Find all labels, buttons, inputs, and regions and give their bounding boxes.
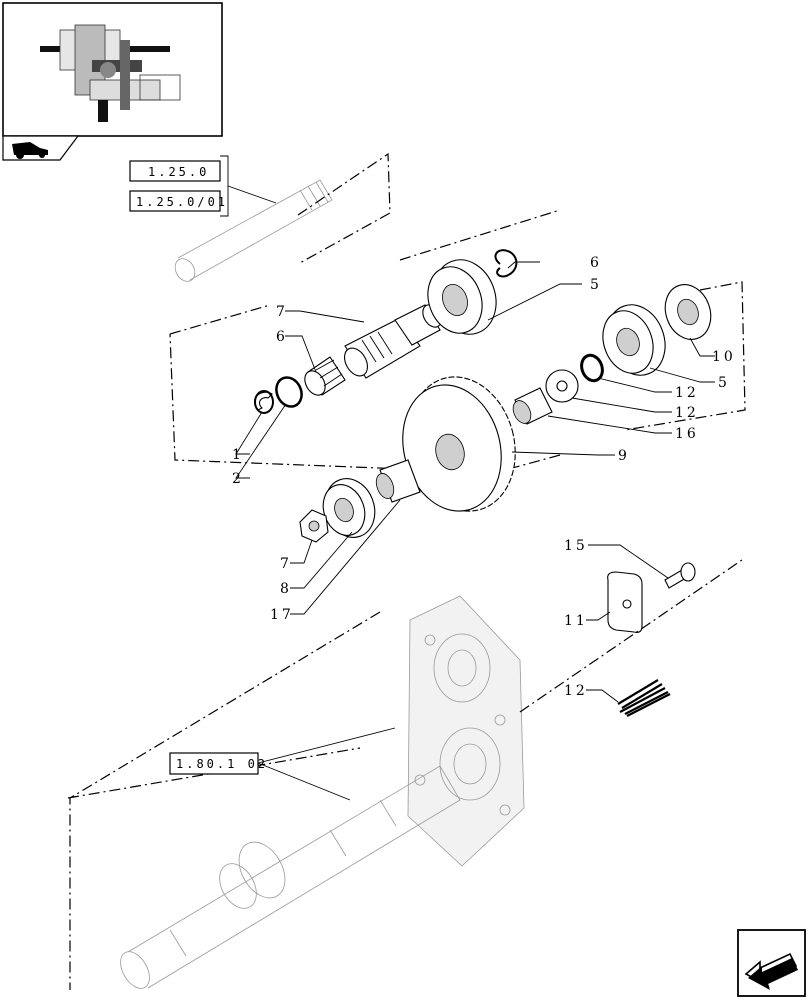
part-7-nut <box>299 509 329 543</box>
callout-5-lower: 5 <box>718 375 730 391</box>
callout-13: 12 <box>675 405 699 421</box>
part-12-spring <box>617 679 671 717</box>
callout-5-upper: 5 <box>590 277 602 293</box>
part-3-needle-bearing <box>304 356 346 396</box>
reference-box-3[interactable]: 1.80.1 02 <box>169 752 268 775</box>
part-14-washer <box>580 353 604 383</box>
housing-ghost <box>407 595 525 867</box>
callout-8: 8 <box>280 581 292 597</box>
part-15-screw <box>664 562 696 589</box>
callout-4: 7 <box>276 304 288 320</box>
callout-numbers: 1 2 6 7 6 5 10 5 12 12 16 9 7 8 17 15 11… <box>232 255 736 699</box>
callout-1: 1 <box>232 447 244 463</box>
part-9-gear <box>402 376 516 512</box>
part-1-snap-ring <box>254 390 274 414</box>
tractor-icon <box>12 142 48 159</box>
part-6-circlip <box>494 249 518 278</box>
thumbnail-panel[interactable] <box>2 2 223 161</box>
callout-7: 7 <box>280 556 292 572</box>
upper-shaft-ghost <box>174 179 333 282</box>
callout-17: 17 <box>270 607 294 623</box>
callout-3: 6 <box>276 329 288 345</box>
reference-label-1: 1.25.0 <box>148 165 209 179</box>
next-page-arrow-icon[interactable] <box>737 929 806 997</box>
reference-box-1[interactable]: 1.25.0 <box>129 160 221 182</box>
reference-box-2[interactable]: 1.25.0/01 <box>129 190 228 212</box>
part-5-ball-bearing-lower <box>602 304 666 376</box>
part-16-bushing <box>512 387 553 425</box>
part-17-sleeve <box>375 459 421 503</box>
callout-10: 10 <box>712 349 736 365</box>
reference-label-2: 1.25.0/01 <box>136 195 228 209</box>
lower-shaft-ghost <box>120 765 461 989</box>
callout-2: 2 <box>232 471 244 487</box>
callout-12: 12 <box>564 683 588 699</box>
thumbnail-assembly-image <box>40 24 181 122</box>
part-11-plate <box>607 571 643 633</box>
part-10-bearing <box>664 284 712 340</box>
leader-lines <box>235 261 715 703</box>
part-13-sprocket <box>545 369 579 403</box>
callout-11: 11 <box>564 613 588 629</box>
part-2-ring <box>275 376 303 408</box>
callout-14: 12 <box>675 385 699 401</box>
part-8-bearing <box>322 478 376 538</box>
callout-6: 6 <box>590 255 602 271</box>
callout-9: 9 <box>618 448 630 464</box>
callout-15: 15 <box>564 538 588 554</box>
part-4-pinion-shaft <box>343 304 442 379</box>
reference-label-3: 1.80.1 02 <box>176 757 268 771</box>
part-5-ball-bearing-upper <box>427 259 497 335</box>
callout-16: 16 <box>675 426 699 442</box>
